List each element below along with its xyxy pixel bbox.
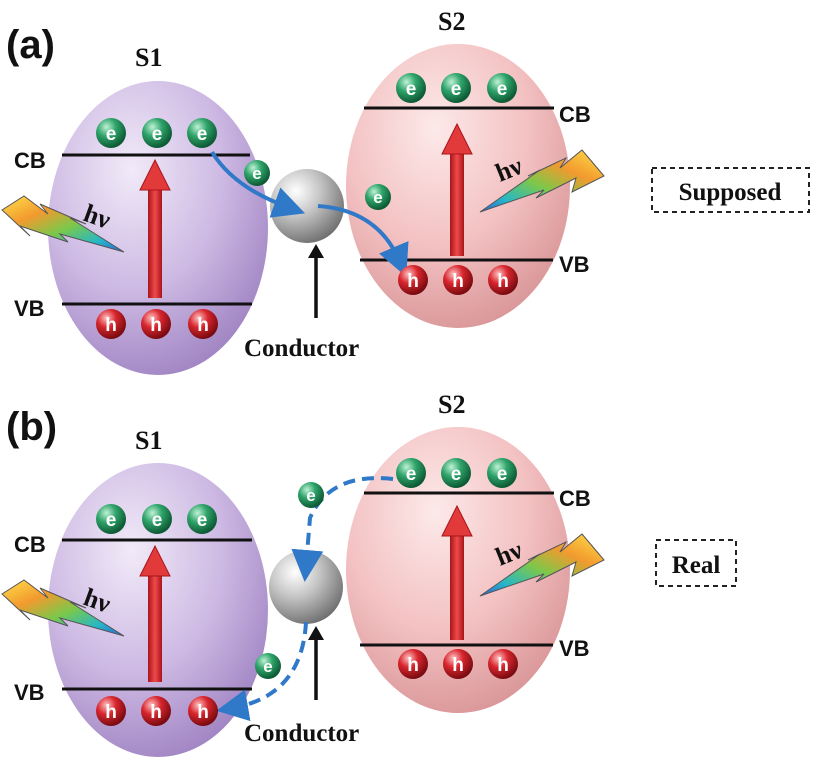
panel-a-transfer-arrow-conductor-to-s2 xyxy=(317,204,409,277)
svg-text:e: e xyxy=(106,510,117,531)
panel-b-s2-light-bolt-icon xyxy=(479,533,605,597)
svg-text:h: h xyxy=(407,655,419,676)
panel-b-transfer-arrow-conductor-to-s1 xyxy=(216,621,308,722)
panel-b-s2-holes: h h h xyxy=(398,649,518,679)
panel-b-conductor-label: Conductor xyxy=(244,720,359,747)
panel-a-s2-light-bolt-icon xyxy=(479,149,605,213)
svg-text:e: e xyxy=(197,510,208,531)
panel-a-s1-holes: h h h xyxy=(96,309,218,339)
panel-b-transfer-arrow-s2-to-conductor xyxy=(291,476,394,582)
svg-text:h: h xyxy=(452,271,464,292)
panel-b-mode-label: Real xyxy=(672,552,721,579)
panel-a-s1-cb-label: CB xyxy=(14,148,46,173)
panel-b-s2-excitation-arrow xyxy=(441,504,473,640)
svg-text:e: e xyxy=(152,124,163,145)
panel-b-transfer-electron-2: e xyxy=(255,653,281,679)
svg-text:h: h xyxy=(497,271,509,292)
panel-a-letter: (a) xyxy=(6,23,55,67)
svg-text:h: h xyxy=(197,702,209,723)
panel-b-transfer-electron-1: e xyxy=(298,482,324,508)
panel-a-conductor-label: Conductor xyxy=(244,335,359,362)
panel-b-conductor-pointer-head xyxy=(308,626,324,640)
panel-a: (a) S1 S2 CB VB CB VB hν xyxy=(1,7,810,375)
panel-a-s1-excitation-arrow xyxy=(139,158,171,298)
panel-b-s1-vb-label: VB xyxy=(14,680,45,705)
svg-text:e: e xyxy=(106,124,117,145)
panel-b-s1-electrons: e e e xyxy=(96,504,217,534)
svg-text:e: e xyxy=(497,464,508,485)
svg-text:h: h xyxy=(150,702,162,723)
panel-b-conductor-sphere xyxy=(269,550,343,624)
svg-text:h: h xyxy=(105,315,117,336)
panel-b: (b) S1 S2 CB VB CB VB hν hν xyxy=(1,390,737,757)
svg-text:h: h xyxy=(407,271,419,292)
svg-text:e: e xyxy=(406,79,417,100)
svg-text:e: e xyxy=(497,79,508,100)
panel-b-s2-vb-label: VB xyxy=(559,636,590,661)
panel-a-s1-light-bolt-icon xyxy=(1,195,125,253)
panel-a-s2-vb-label: VB xyxy=(559,252,590,277)
panel-a-mode-label: Supposed xyxy=(679,179,782,206)
svg-text:e: e xyxy=(406,464,417,485)
panel-b-s1-light-bolt-icon xyxy=(1,579,125,637)
panel-a-s1-vb-label: VB xyxy=(14,296,45,321)
svg-text:e: e xyxy=(197,124,208,145)
svg-text:h: h xyxy=(150,315,162,336)
svg-text:e: e xyxy=(252,164,261,183)
panel-a-s2-label: S2 xyxy=(438,7,465,36)
panel-a-s2-electrons: e e e xyxy=(396,73,517,103)
svg-text:e: e xyxy=(373,188,382,207)
panel-b-s1-excitation-arrow xyxy=(139,544,171,682)
svg-text:e: e xyxy=(306,486,315,505)
panel-b-s1-label: S1 xyxy=(135,426,162,455)
svg-text:e: e xyxy=(451,464,462,485)
panel-b-s2-label: S2 xyxy=(438,390,465,419)
panel-b-s1-cb-label: CB xyxy=(14,532,46,557)
panel-b-s1-holes: h h h xyxy=(96,696,218,726)
panel-a-s2-excitation-arrow xyxy=(441,122,473,256)
panel-b-mode-box xyxy=(655,539,737,587)
panel-b-s2-electrons: e e e xyxy=(396,458,517,488)
svg-text:h: h xyxy=(197,315,209,336)
panel-b-letter: (b) xyxy=(6,405,57,449)
panel-a-s2-holes: h h h xyxy=(398,265,518,295)
svg-text:e: e xyxy=(263,657,272,676)
panel-a-transfer-electron-2: e xyxy=(365,184,391,210)
panel-a-conductor-pointer-head xyxy=(308,244,324,258)
panel-a-s2-cb-label: CB xyxy=(559,102,591,127)
panel-a-s1-electrons: e e e xyxy=(96,118,217,148)
panel-b-s2-cb-label: CB xyxy=(559,486,591,511)
panel-a-transfer-arrow-s1-to-conductor xyxy=(210,150,306,218)
panel-a-s1-label: S1 xyxy=(135,43,162,72)
svg-text:h: h xyxy=(105,702,117,723)
panel-a-mode-box xyxy=(651,167,810,213)
panel-a-conductor-sphere xyxy=(270,169,344,243)
svg-text:e: e xyxy=(451,79,462,100)
svg-text:e: e xyxy=(152,510,163,531)
svg-text:h: h xyxy=(452,655,464,676)
svg-text:h: h xyxy=(497,655,509,676)
panel-a-transfer-electron-1: e xyxy=(244,160,270,186)
